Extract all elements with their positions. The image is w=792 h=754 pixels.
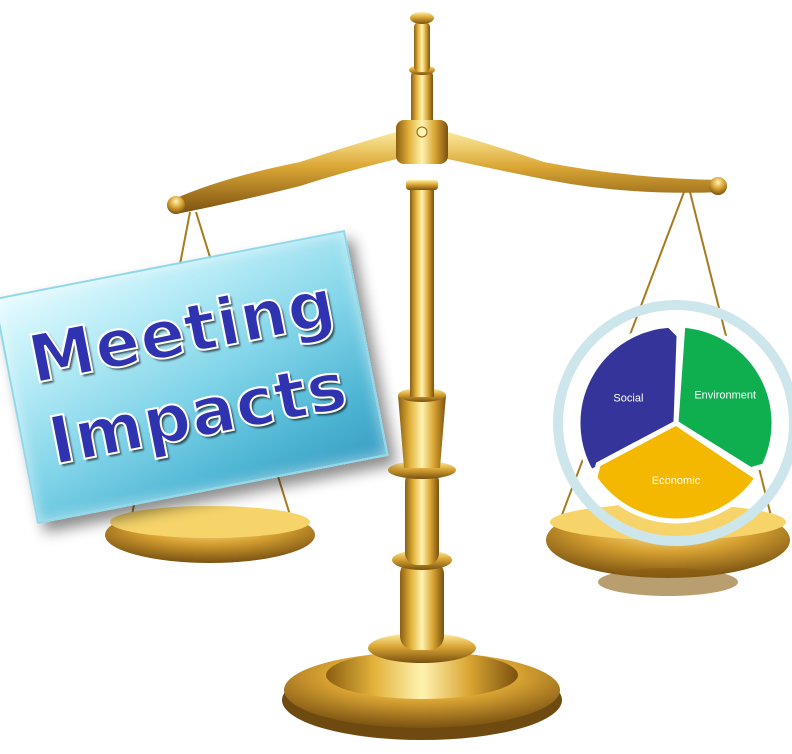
- cycle-label-social: Social: [613, 393, 643, 405]
- left-pan: [105, 506, 315, 563]
- cycle-label-economic: Economic: [652, 475, 701, 487]
- scale-finial: [408, 12, 436, 135]
- cycle-ring: [553, 300, 792, 546]
- cycle-segment-economic: [592, 420, 761, 524]
- scale-beam: [167, 120, 727, 214]
- cycle-label-environment: Environment: [694, 390, 756, 402]
- scale-column: [388, 180, 456, 650]
- cycle-segment-environment: [673, 322, 777, 473]
